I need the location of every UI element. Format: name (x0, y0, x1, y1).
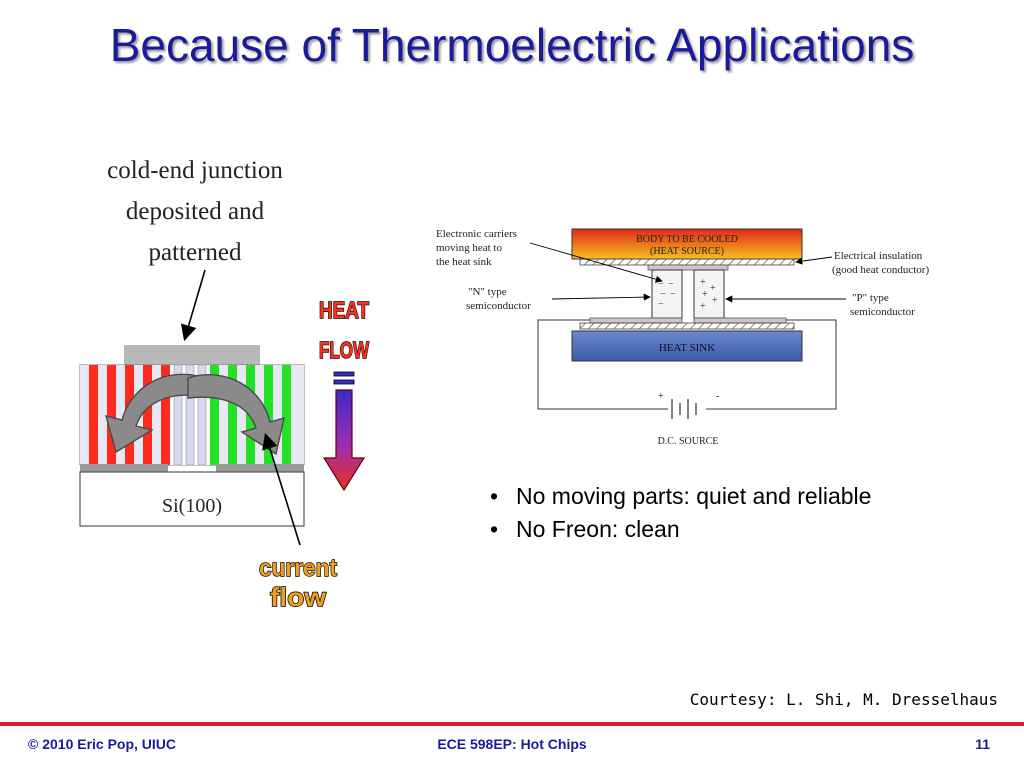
cold-junction-pad (124, 345, 260, 365)
svg-text:−: − (658, 279, 664, 290)
footer-copyright: © 2010 Eric Pop, UIUC (28, 736, 177, 752)
bullet-text: No moving parts: quiet and reliable (516, 483, 872, 509)
heat-flow-tick-2 (333, 379, 355, 385)
heat-sink (571, 330, 803, 362)
current-flow-pointer (262, 432, 301, 546)
bullet-text: No Freon: clean (516, 516, 680, 542)
carrier-symbols: −− −− − ++ ++ + (658, 277, 718, 312)
svg-text:+: + (700, 277, 706, 288)
svg-text:+: + (712, 295, 718, 306)
carriers-label-line2: moving heat to (436, 242, 502, 254)
cold-junction-label-line1: cold-end junction (107, 157, 283, 184)
bullet-no-freon: • No Freon: clean (490, 516, 871, 543)
bottom-conductor-left (589, 317, 683, 324)
svg-text:+: + (700, 301, 706, 312)
carriers-label-line1: Electronic carriers (436, 228, 517, 240)
benefit-list: • No moving parts: quiet and reliable • No… (490, 483, 871, 549)
cold-junction-label-line2: deposited and (126, 198, 265, 225)
cold-junction-label-line3: patterned (148, 239, 242, 266)
slide-title: Because of Thermoelectric Applications (109, 19, 915, 71)
bullet-glyph: • (490, 483, 499, 509)
p-type-label-line1: "P" type (852, 292, 889, 304)
current-arrow-right (187, 373, 285, 456)
body-label-line1: BODY TO BE COOLED (636, 234, 738, 245)
p-type-label-line2: semiconductor (850, 306, 915, 318)
p-type-leg (693, 269, 725, 319)
battery-plus: + (658, 391, 664, 402)
microcooler-diagram: cold-end junction deposited and patterne… (79, 157, 370, 613)
top-conductor (647, 264, 729, 271)
insulation-pointer (795, 256, 833, 265)
carriers-pointer (529, 242, 663, 283)
top-insulation (579, 258, 795, 266)
bullet-no-moving-parts: • No moving parts: quiet and reliable (490, 483, 871, 510)
svg-text:+: + (710, 283, 716, 294)
dc-source-label: D.C. SOURCE (658, 436, 719, 447)
heat-flow-tick-1 (333, 371, 355, 377)
courtesy-credit: Courtesy: L. Shi, M. Dresselhaus (689, 690, 998, 709)
current-flow-label-line2: flow (270, 582, 327, 612)
n-type-pointer (551, 293, 651, 301)
svg-text:+: + (702, 289, 708, 300)
peltier-cooler-diagram: BODY TO BE COOLED (HEAT SOURCE) −− −− − … (436, 228, 929, 447)
n-type-leg (651, 269, 683, 319)
bottom-conductor-right (693, 317, 787, 324)
body-to-be-cooled (571, 228, 803, 260)
hot-contact-right (216, 464, 304, 472)
dc-source-battery (671, 399, 697, 419)
svg-text:−: − (670, 289, 676, 300)
cold-junction-pointer (180, 269, 206, 342)
bottom-insulation (579, 322, 795, 330)
svg-text:−: − (658, 299, 664, 310)
circuit-wire-right (706, 319, 837, 410)
footer-rule (0, 722, 1024, 726)
heat-flow-label-line1: HEAT (319, 297, 369, 323)
svg-text:−: − (668, 279, 674, 290)
bullet-glyph: • (490, 516, 499, 542)
hot-contact-left (80, 464, 168, 472)
circuit-wire-left (537, 319, 668, 410)
substrate-label: Si(100) (162, 495, 222, 517)
body-label-line2: (HEAT SOURCE) (650, 246, 724, 257)
slide-number: 11 (975, 736, 990, 752)
n-type-label-line1: "N" type (468, 286, 507, 298)
svg-text:−: − (660, 289, 666, 300)
si-substrate (79, 471, 305, 527)
battery-minus: - (716, 391, 719, 402)
insulation-label-line1: Electrical insulation (834, 250, 923, 262)
footer-course: ECE 598EP: Hot Chips (437, 736, 587, 752)
heat-flow-arrow (322, 389, 366, 492)
heat-flow-label-line2: FLOW (319, 337, 369, 363)
carriers-label-line3: the heat sink (436, 256, 492, 268)
heat-sink-label: HEAT SINK (659, 342, 715, 354)
n-type-label-line2: semiconductor (466, 300, 531, 312)
current-flow-label-line1: current (259, 555, 337, 582)
insulation-label-line2: (good heat conductor) (832, 264, 929, 276)
current-arrow-left (105, 373, 199, 454)
